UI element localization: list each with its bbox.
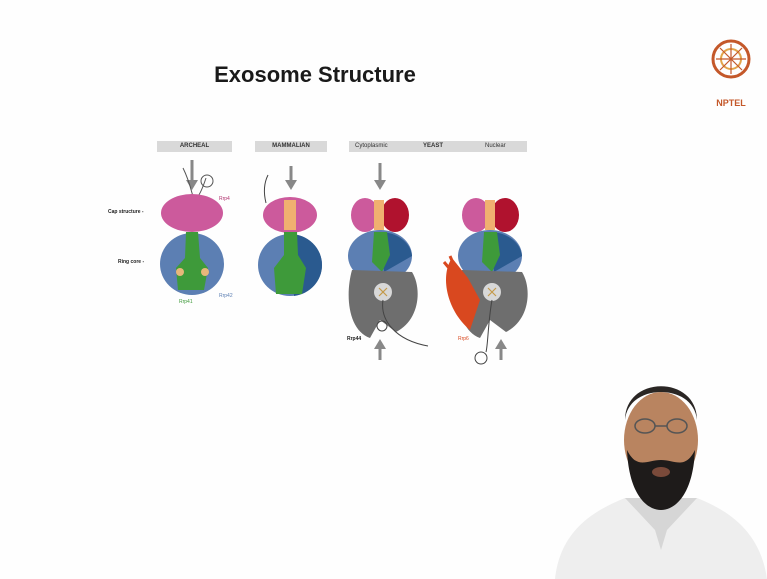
- cytoplasmic-exosome: [348, 163, 428, 360]
- mammalian-exosome: [258, 166, 322, 296]
- archeal-exosome: [160, 160, 224, 295]
- nuclear-exosome: [444, 198, 528, 364]
- presenter-video: [555, 360, 767, 579]
